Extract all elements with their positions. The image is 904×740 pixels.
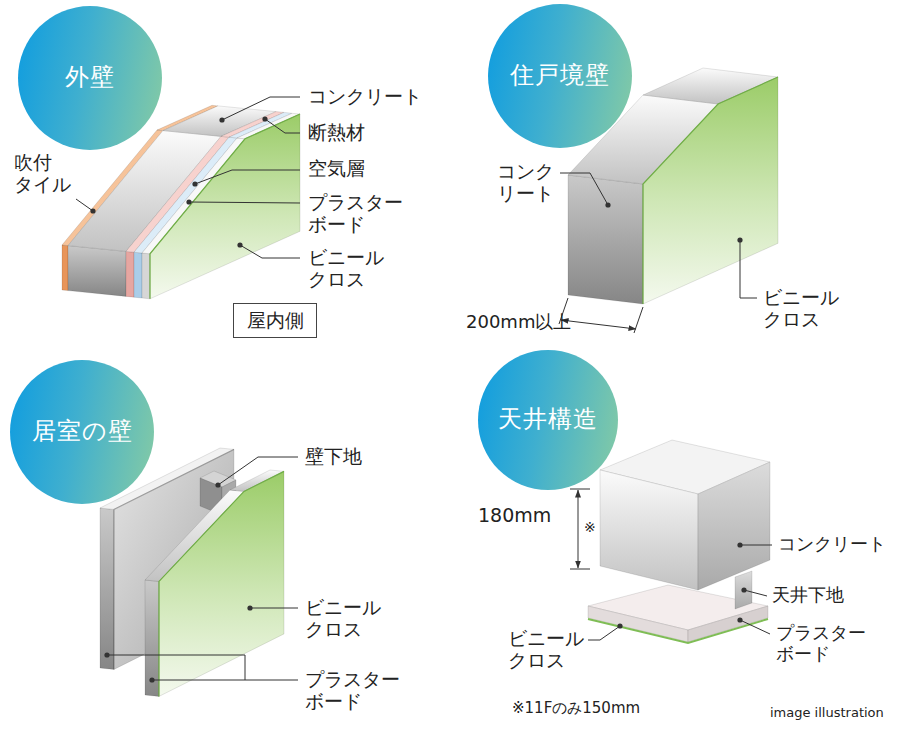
leader-dot <box>737 542 742 547</box>
face-edge <box>150 114 300 299</box>
leader-dot <box>247 605 252 610</box>
node-text: 外壁 <box>65 64 115 92</box>
leader-line <box>740 240 757 298</box>
inner-face <box>643 77 778 304</box>
vinyl-edge <box>588 619 768 643</box>
part-label: 空気層 <box>308 158 365 180</box>
cube-face <box>600 470 698 590</box>
leader-line <box>560 173 608 205</box>
part-label: ビニール クロス <box>305 597 381 641</box>
leader-dot <box>605 202 610 207</box>
layer-end-face <box>100 508 114 669</box>
dimension-line <box>561 320 636 329</box>
leader-line <box>222 97 300 120</box>
node-text: 居室の壁 <box>32 418 133 446</box>
leader-dot <box>90 208 95 213</box>
leader-line <box>240 245 300 258</box>
leader-dot <box>186 199 191 204</box>
leader-line <box>265 119 300 133</box>
leader-line <box>588 626 620 640</box>
part-label: ※ <box>584 519 596 535</box>
leader-lines <box>76 97 772 683</box>
board-face <box>588 606 688 642</box>
part-label: プラスター ボード <box>308 192 403 236</box>
layer-end-face <box>126 251 134 297</box>
part-label: 吹付 タイル <box>14 152 71 196</box>
leader-dot <box>192 181 197 186</box>
heading-circle: 住戸境壁 <box>488 4 632 148</box>
layer-end-face <box>62 245 68 291</box>
part-label: コンクリート <box>308 86 422 108</box>
leader-line <box>195 170 300 184</box>
part-label: 断熱材 <box>308 122 365 144</box>
part-label: 天井下地 <box>772 585 844 606</box>
part-label: コンクリート <box>778 534 886 555</box>
illustration <box>62 68 778 696</box>
leader-line <box>740 620 770 634</box>
ceiling-support <box>735 571 752 609</box>
face-edge <box>159 471 284 696</box>
heading-circle: 天井構造 <box>478 350 618 490</box>
part-label: image illustration <box>770 706 884 721</box>
layer-end-face <box>68 246 126 297</box>
leader-dot <box>617 623 622 628</box>
inner-face <box>159 471 284 696</box>
part-label: ビニール クロス <box>308 247 384 291</box>
side-label-box: 屋内側 <box>233 303 317 338</box>
leader-dot <box>215 482 220 487</box>
dimension-tick <box>570 489 590 490</box>
inner-face <box>150 114 300 299</box>
node-text: 天井構造 <box>498 406 598 434</box>
leader-dot <box>737 237 742 242</box>
leader-line <box>744 590 767 596</box>
node-text: 住戸境壁 <box>510 62 610 90</box>
leader-line <box>107 655 245 680</box>
leader-line <box>218 457 298 485</box>
node-text: 屋内側 <box>247 310 304 332</box>
heading-circle: 外壁 <box>18 6 162 150</box>
part-label: ビニール クロス <box>508 628 584 672</box>
leader-dot <box>149 677 154 682</box>
heading-circle: 居室の壁 <box>10 360 154 504</box>
leader-line <box>152 680 298 681</box>
layer-end-face <box>142 253 150 299</box>
part-label: プラスター ボード <box>776 623 866 664</box>
leader-dot <box>737 617 742 622</box>
part-label: 壁下地 <box>305 446 362 468</box>
leader-dot <box>237 242 242 247</box>
leader-dot <box>219 117 224 122</box>
layer-end-face <box>134 252 142 298</box>
part-label: 180mm <box>478 505 551 527</box>
part-label: ビニール クロス <box>763 287 839 331</box>
face-edge <box>643 77 778 304</box>
layer-end-face <box>145 580 159 696</box>
board-face <box>688 606 768 642</box>
part-label: 200mm以上 <box>466 312 571 333</box>
leader-line <box>250 608 298 609</box>
leader-dot <box>262 116 267 121</box>
leader-dot <box>741 587 746 592</box>
part-label: コンク リート <box>497 161 554 205</box>
leader-line <box>189 202 300 203</box>
leader-dot <box>104 652 109 657</box>
part-label: ※11Fのみ150mm <box>512 700 640 717</box>
cube-face <box>698 462 770 590</box>
dimension-tick <box>570 569 590 570</box>
layer-end-face <box>568 175 643 304</box>
leader-line <box>76 199 93 211</box>
dimension-line <box>578 490 579 568</box>
leader-line <box>740 545 772 546</box>
part-label: プラスター ボード <box>305 669 400 713</box>
